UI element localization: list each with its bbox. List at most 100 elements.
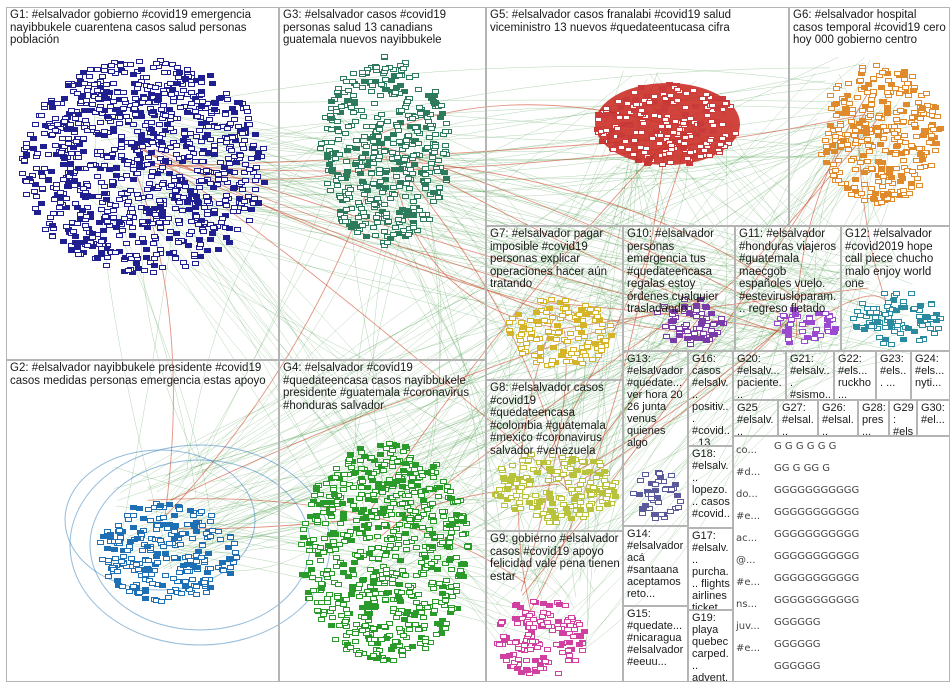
graph-node — [253, 165, 260, 170]
graph-node — [148, 92, 155, 97]
graph-node — [380, 240, 387, 245]
graph-node — [185, 197, 192, 202]
graph-node — [23, 179, 30, 184]
graph-node — [75, 121, 82, 126]
graph-node — [830, 173, 837, 178]
graph-node — [376, 648, 383, 653]
graph-node — [98, 207, 105, 212]
graph-node — [566, 653, 573, 658]
graph-node — [152, 100, 159, 105]
graph-node — [870, 89, 877, 94]
graph-node — [372, 233, 379, 238]
graph-node — [105, 116, 112, 121]
graph-node — [336, 193, 343, 198]
graph-node — [558, 626, 565, 631]
graph-node — [395, 594, 402, 599]
graph-node — [911, 172, 918, 177]
graph-node — [410, 213, 417, 218]
graph-node — [412, 140, 419, 145]
graph-node — [120, 560, 127, 565]
graph-node — [380, 546, 387, 551]
graph-node — [614, 143, 621, 148]
graph-node — [396, 108, 403, 113]
graph-node — [175, 504, 182, 509]
graph-node — [537, 345, 544, 350]
graph-node — [172, 194, 179, 199]
group-label-g16: G16: casos #elsalv... positiv... #covid.… — [692, 353, 730, 446]
graph-node — [900, 299, 907, 304]
graph-node — [127, 103, 134, 108]
graph-node — [126, 254, 133, 259]
graph-node — [383, 459, 390, 464]
graph-node — [448, 584, 455, 589]
graph-node — [109, 179, 116, 184]
graph-node — [350, 485, 357, 490]
graph-node — [386, 65, 393, 70]
graph-node — [510, 664, 517, 669]
graph-node — [185, 554, 192, 559]
graph-node — [553, 520, 560, 525]
graph-node — [307, 514, 314, 519]
graph-node — [133, 260, 140, 265]
graph-node — [552, 360, 559, 365]
graph-node — [353, 622, 360, 627]
graph-node — [216, 201, 223, 206]
graph-node — [126, 589, 133, 594]
graph-node — [224, 136, 231, 141]
graph-node — [329, 167, 336, 172]
graph-node — [661, 515, 668, 520]
graph-node — [902, 325, 909, 330]
graph-node — [148, 127, 155, 132]
graph-node — [382, 148, 389, 153]
graph-node — [623, 115, 630, 120]
graph-node — [72, 234, 79, 239]
graph-node — [359, 85, 366, 90]
graph-node — [388, 89, 395, 94]
graph-node — [148, 150, 155, 155]
graph-node — [226, 226, 233, 231]
graph-node — [918, 151, 925, 156]
graph-node — [418, 610, 425, 615]
graph-node — [378, 82, 385, 87]
graph-node — [362, 623, 369, 628]
graph-node — [97, 97, 104, 102]
graph-node — [597, 463, 604, 468]
graph-node — [94, 152, 101, 157]
graph-node — [655, 500, 662, 505]
graph-node — [129, 270, 136, 275]
graph-node — [908, 185, 915, 190]
graph-node — [596, 506, 603, 511]
graph-node — [424, 533, 431, 538]
graph-node — [153, 218, 160, 223]
graph-node — [144, 219, 151, 224]
graph-node — [117, 535, 124, 540]
graph-node — [429, 580, 436, 585]
graph-node — [356, 554, 363, 559]
graph-node — [933, 141, 940, 146]
graph-node — [655, 479, 662, 484]
graph-node — [191, 583, 198, 588]
graph-node — [884, 318, 891, 323]
graph-node — [706, 337, 713, 342]
graph-node — [65, 184, 72, 189]
graph-node — [165, 216, 172, 221]
graph-node — [453, 526, 460, 531]
graph-node — [402, 444, 409, 449]
graph-node — [103, 197, 110, 202]
graph-node — [354, 230, 361, 235]
graph-node — [202, 582, 209, 587]
graph-node — [65, 227, 72, 232]
graph-node — [872, 315, 879, 320]
graph-node — [46, 121, 53, 126]
graph-node — [330, 539, 337, 544]
graph-node — [374, 220, 381, 225]
graph-node — [703, 323, 710, 328]
graph-node — [318, 586, 325, 591]
graph-node — [885, 78, 892, 83]
graph-node — [59, 202, 66, 207]
graph-node — [155, 93, 162, 98]
graph-node — [878, 200, 885, 205]
graph-node — [151, 113, 158, 118]
graph-node — [871, 197, 878, 202]
graph-node — [124, 513, 131, 518]
